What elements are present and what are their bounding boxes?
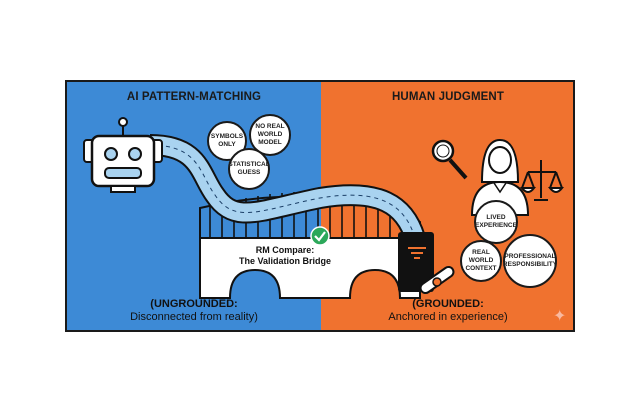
bridge-deck <box>199 237 421 299</box>
ai-caption-text: Disconnected from reality) <box>130 311 258 323</box>
bubble-real-world-context: REAL WORLD CONTEXT <box>460 240 502 282</box>
sparkle-icon: ✦ <box>553 308 567 325</box>
magnifying-glass-icon <box>431 139 468 180</box>
ai-panel-title: AI PATTERN-MATCHING <box>126 91 262 103</box>
human-caption-text: Anchored in experience) <box>388 311 508 323</box>
bubble-lived-experience: LIVED EXPERIENCE <box>474 200 518 244</box>
ai-panel-caption: (UNGROUNDED: Disconnected from reality) <box>67 298 321 324</box>
bridge-label-line1: RM Compare: <box>255 245 315 255</box>
diploma-scroll-icon <box>419 265 455 295</box>
bridge-label: RM Compare: The Validation Bridge <box>230 245 340 267</box>
human-panel-title: HUMAN JUDGMENT <box>392 91 504 103</box>
human-panel-caption: (GROUNDED: Anchored in experience) <box>321 298 573 324</box>
bridge-label-line2: The Validation Bridge <box>238 256 331 266</box>
bubble-statistical-guess: STATISTICAL GUESS <box>228 148 270 190</box>
scales-icon <box>519 160 565 201</box>
check-circle-icon <box>310 226 330 246</box>
human-judge-icon <box>470 138 530 216</box>
book-icon <box>398 232 434 292</box>
robot-icon <box>83 117 163 193</box>
bubble-professional-responsibility: PROFESSIONAL RESPONSIBILITY <box>503 234 557 288</box>
ai-caption-bold: (UNGROUNDED: <box>150 298 238 310</box>
human-caption-bold: (GROUNDED: <box>412 298 484 310</box>
